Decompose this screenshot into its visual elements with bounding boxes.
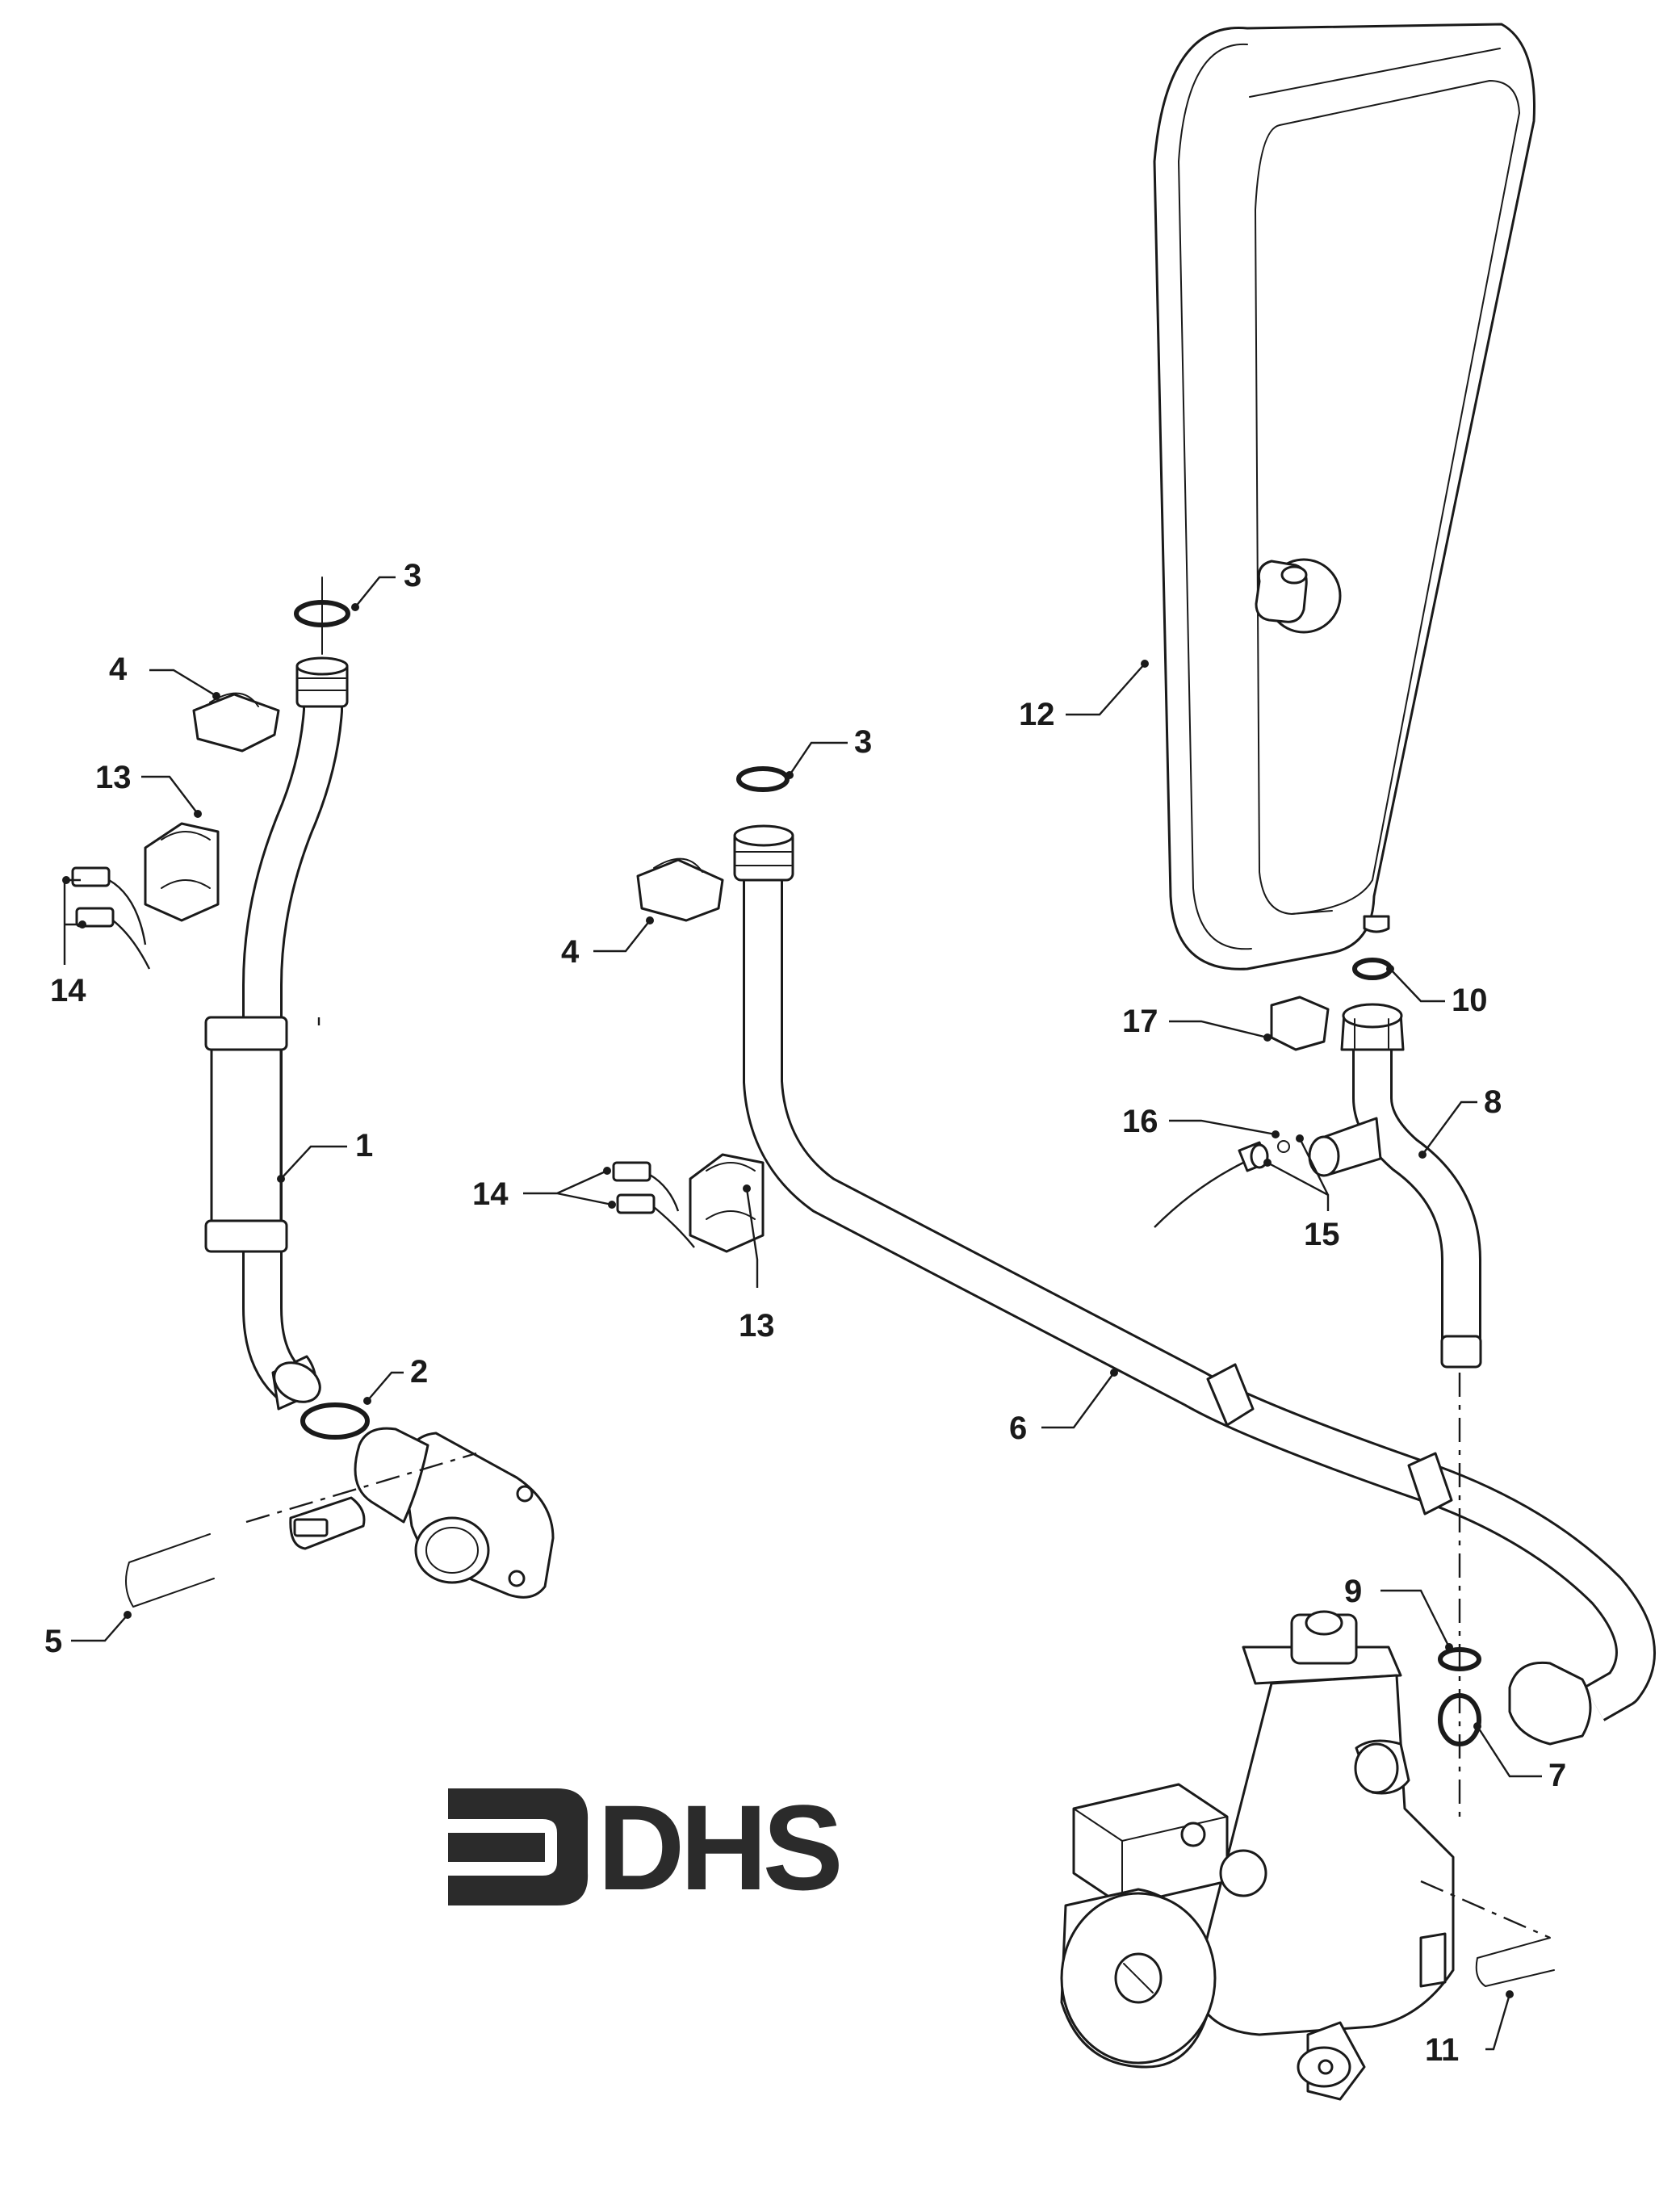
tee-pipe [1308,1003,1482,1369]
callout-14-right: 14 [472,1176,509,1212]
callout-15: 15 [1304,1217,1340,1252]
dhs-logo: DHS [448,1780,844,1915]
callout-17: 17 [1122,1004,1158,1039]
callout-4-left: 4 [109,652,128,687]
callout-3-right: 3 [854,724,872,760]
dhs-bracket-logo-icon [448,1788,589,1905]
callout-10: 10 [1452,983,1488,1018]
expansion-vessel [1153,23,1535,971]
callout-13-left: 13 [95,760,132,795]
callout-8: 8 [1484,1084,1502,1120]
callout-11: 11 [1425,2032,1459,2068]
callout-7: 7 [1548,1758,1566,1793]
callout-9: 9 [1344,1574,1362,1609]
callout-12: 12 [1019,697,1055,732]
callout-5: 5 [44,1624,62,1659]
callouts: 1 2 3 3 4 4 5 6 7 8 [44,558,1566,2068]
diverter-valve-body [289,1427,555,1599]
callout-16: 16 [1122,1104,1158,1139]
callout-1: 1 [355,1128,373,1163]
logo-text: DHS [597,1780,840,1915]
callout-6: 6 [1009,1411,1027,1446]
pump-assembly [1060,1610,1455,2101]
callout-13-right: 13 [739,1308,775,1344]
left-pipe [204,656,349,1411]
callout-2: 2 [410,1354,428,1390]
callout-4-right: 4 [561,934,580,970]
callout-3-left: 3 [404,558,421,593]
callout-14-left: 14 [50,973,86,1008]
long-pipe [733,824,1656,1746]
